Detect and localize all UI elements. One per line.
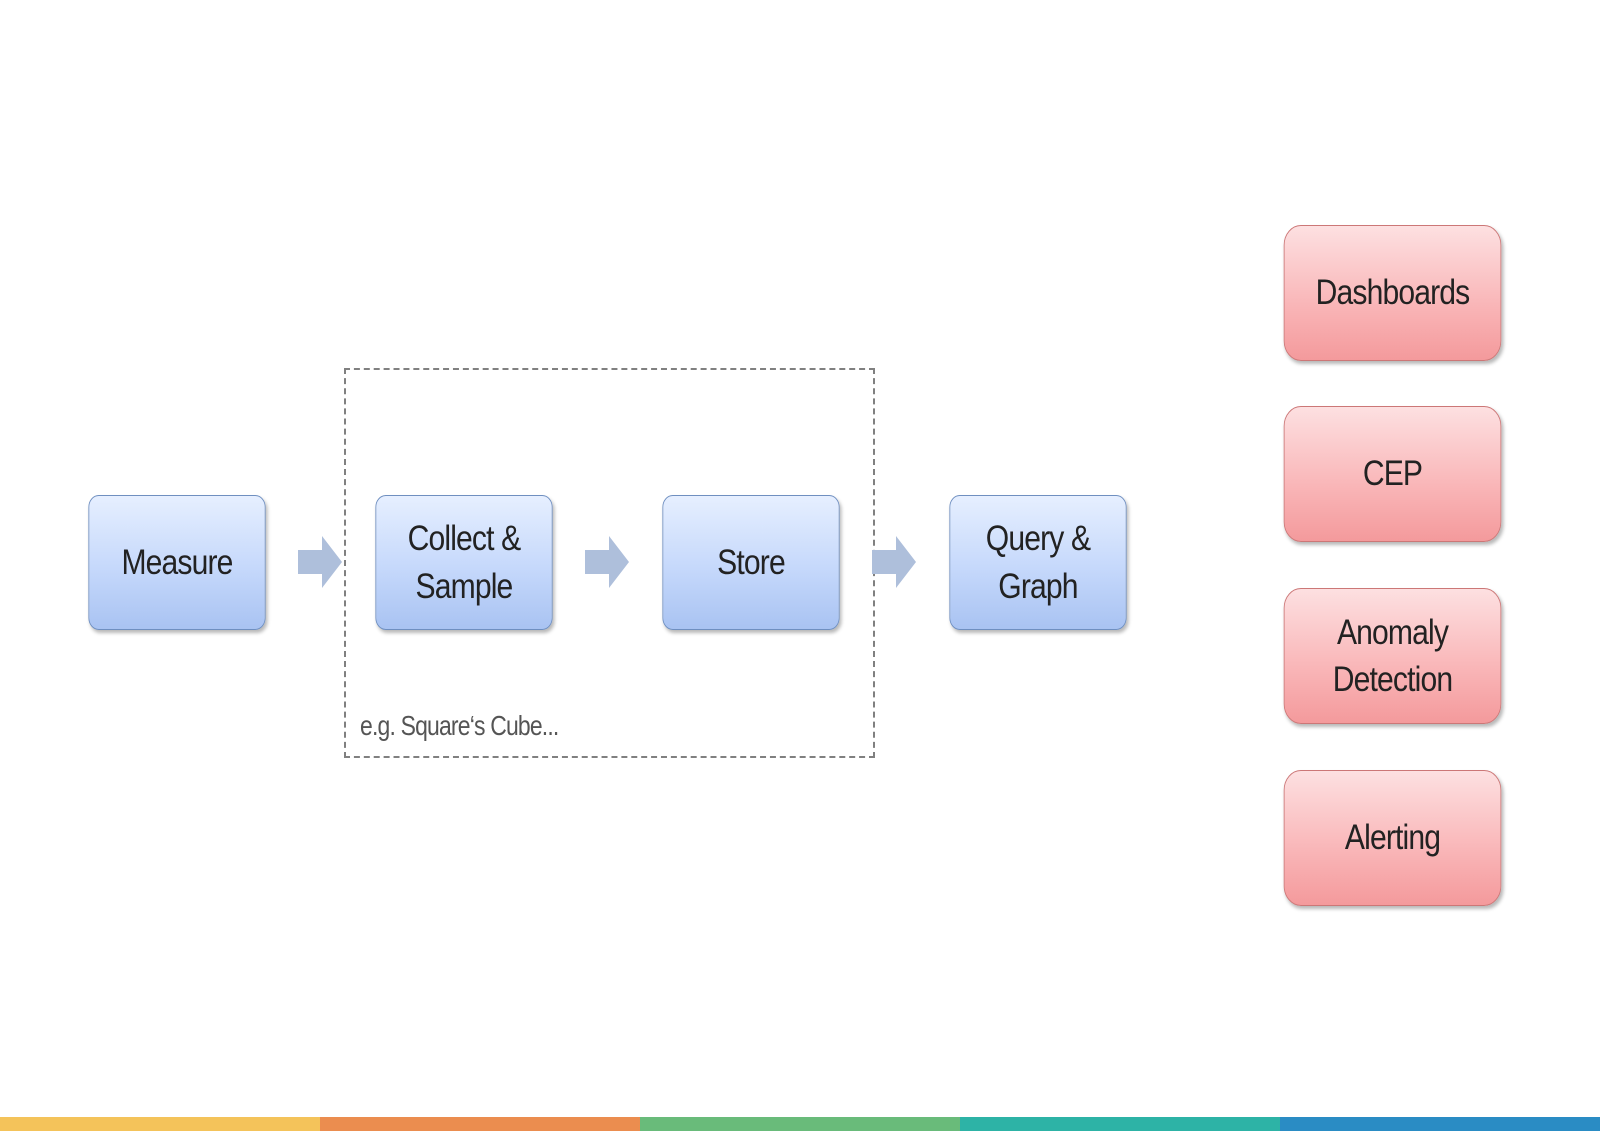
color-bar-segment (640, 1117, 960, 1131)
color-bar-segment (960, 1117, 1280, 1131)
output-label: CEP (1362, 454, 1423, 494)
step-label: Query & Graph (985, 519, 1091, 606)
step-label: Measure (121, 542, 233, 582)
step-label: Store (717, 542, 786, 582)
step-label: Collect & Sample (407, 519, 522, 606)
output-label: Alerting (1344, 818, 1441, 858)
output-anomaly-detection: Anomaly Detection (1283, 588, 1502, 724)
arrow-right-icon (872, 536, 916, 588)
step-store: Store (662, 495, 840, 630)
step-query-graph: Query & Graph (949, 495, 1127, 630)
step-measure: Measure (88, 495, 266, 630)
arrow-right-icon (585, 536, 629, 588)
output-label: Anomaly Detection (1332, 612, 1453, 699)
color-bar-segment (320, 1117, 640, 1131)
group-caption: e.g. Square‘s Cube... (360, 710, 559, 741)
bottom-color-bar (0, 1117, 1600, 1131)
step-collect-sample: Collect & Sample (375, 495, 553, 630)
output-label: Dashboards (1315, 273, 1471, 313)
output-dashboards: Dashboards (1283, 225, 1502, 361)
output-alerting: Alerting (1283, 770, 1502, 906)
output-cep: CEP (1283, 406, 1502, 542)
color-bar-segment (0, 1117, 320, 1131)
color-bar-segment (1280, 1117, 1600, 1131)
arrow-right-icon (298, 536, 342, 588)
